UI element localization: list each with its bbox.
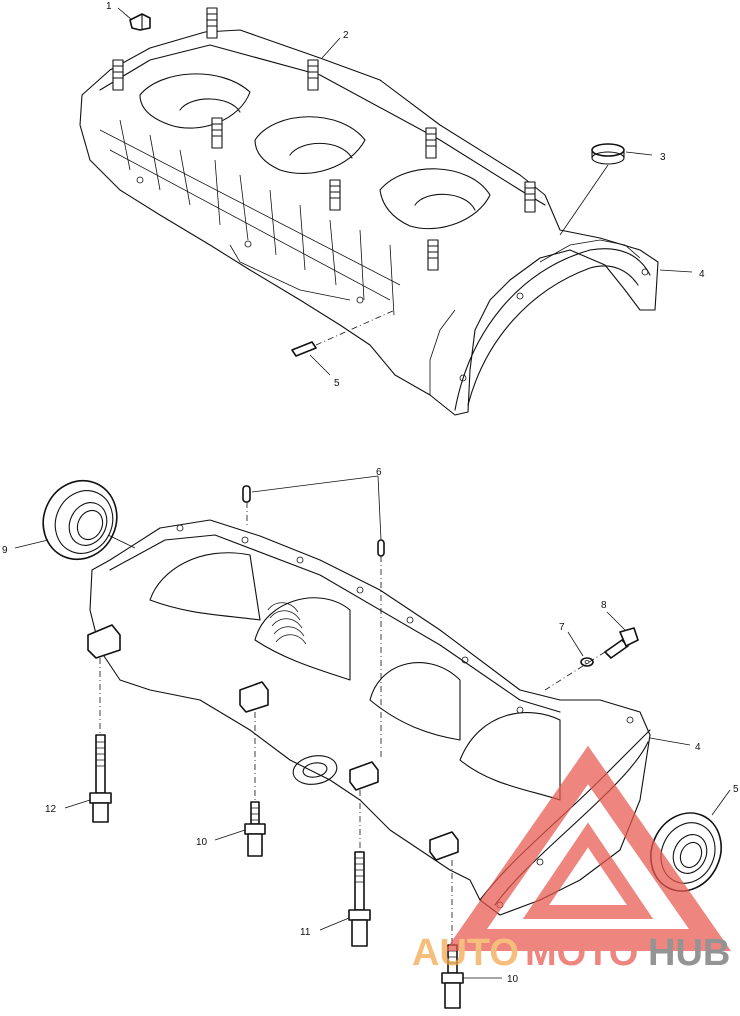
callout-12: 12 <box>45 804 57 815</box>
callout-labels: 1 2 3 4 5 6 7 8 9 4 5 10 11 10 12 <box>2 1 739 985</box>
bolt-8 <box>544 627 639 691</box>
callout-10-b: 10 <box>507 974 519 985</box>
callout-5-lower: 5 <box>733 784 739 795</box>
callout-5-upper: 5 <box>334 378 340 389</box>
callout-2: 2 <box>343 30 349 41</box>
callout-3: 3 <box>660 152 666 163</box>
callout-11: 11 <box>300 927 311 938</box>
leader-lines <box>14 7 731 979</box>
callout-7: 7 <box>559 622 565 633</box>
fitting-part <box>129 13 151 31</box>
oil-seal-left <box>42 479 118 561</box>
grommet-part <box>591 143 625 165</box>
dowel-pins-6 <box>242 485 385 760</box>
upper-crankcase <box>79 29 659 416</box>
callout-10-a: 10 <box>196 837 208 848</box>
bolt-11 <box>348 790 371 947</box>
bolt-12 <box>89 658 112 823</box>
bolt-10-a <box>244 712 266 857</box>
watermark-hub: HUB <box>648 932 730 974</box>
callout-6: 6 <box>376 467 382 478</box>
callout-4-upper: 4 <box>699 269 705 280</box>
dowel-pin-upper <box>291 309 396 357</box>
callout-1: 1 <box>106 1 112 12</box>
callout-4-lower: 4 <box>695 742 701 753</box>
watermark-auto: AUTO <box>412 932 519 974</box>
bolt-10-b <box>441 860 464 1009</box>
watermark-moto: MOTO <box>525 932 638 974</box>
washer-7 <box>580 657 594 667</box>
watermark-logo: AUTO MOTO HUB <box>412 745 732 974</box>
callout-8: 8 <box>601 600 607 611</box>
callout-9: 9 <box>2 545 8 556</box>
upper-studs <box>112 7 536 271</box>
